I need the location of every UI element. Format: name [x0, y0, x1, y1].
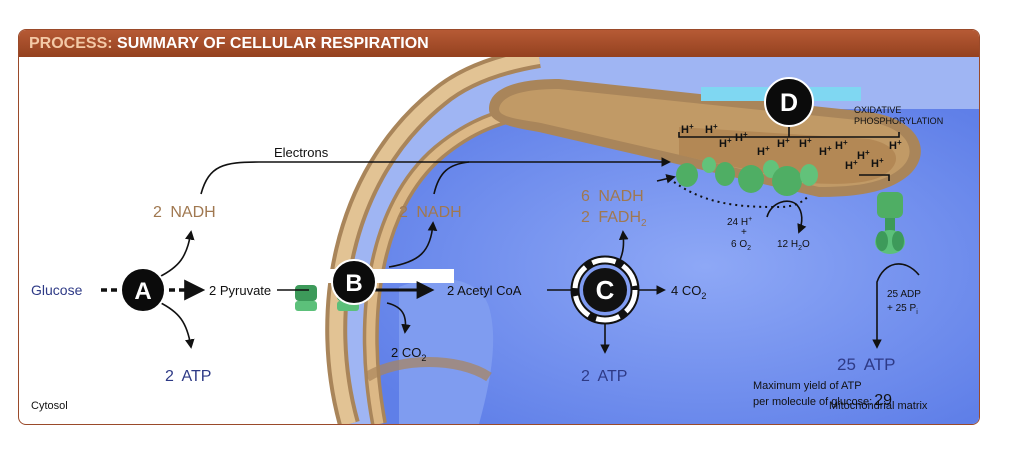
h-ion: H+ [889, 138, 902, 152]
atp-krebs: 2 ATP [581, 368, 627, 385]
diagram-frame: PROCESS: SUMMARY OF CELLULAR RESPIRATION [18, 29, 980, 425]
atp-oxphos: 25 ATP [837, 355, 896, 374]
nadh-glycolysis: 2 NADH [153, 204, 216, 221]
diagram-canvas: A B C D Electrons Glucose 2 Pyruvate 2 N… [31, 57, 979, 424]
h-ion: H+ [681, 122, 694, 136]
h-ion: H+ [705, 122, 718, 136]
h-ion: H+ [871, 156, 884, 170]
pi-label: + 25 Pi [887, 303, 918, 316]
svg-text:D: D [780, 89, 798, 117]
h-ion: H+ [819, 144, 832, 158]
marker-c: C [596, 275, 615, 305]
pyruvate-label: 2 Pyruvate [209, 283, 271, 298]
cytosol-label: Cytosol [31, 400, 68, 412]
yield-line2: per molecule of glucose:29 [753, 392, 892, 409]
h-ion: H+ [835, 138, 848, 152]
adp-label: 25 ADP [887, 289, 921, 300]
h-ion: H+ [757, 144, 770, 158]
blank-strip [304, 269, 454, 283]
atp-glycolysis: 2 ATP [165, 368, 211, 385]
h-ion: H+ [799, 136, 812, 150]
h-ion: H+ [735, 130, 748, 144]
co2-krebs: 4 CO2 [671, 283, 706, 301]
o2-label: 6 O2 [731, 239, 751, 252]
plus-label: + [741, 227, 747, 238]
diagram-title: SUMMARY OF CELLULAR RESPIRATION [117, 35, 429, 52]
svg-text:B: B [345, 270, 362, 297]
h-ion: H+ [777, 136, 790, 150]
co2-pyruvate: 2 CO2 [391, 345, 426, 363]
h24-label: 24 H+ [727, 216, 752, 228]
marker-d: D [764, 77, 814, 127]
electrons-arrow [200, 157, 671, 195]
electrons-branch-arrow [433, 161, 470, 195]
nadh-krebs: 6 NADH [581, 188, 644, 205]
h-ion: H+ [845, 158, 858, 172]
yield-line1: Maximum yield of ATP [753, 380, 862, 392]
title-prefix: PROCESS: [29, 35, 113, 52]
nadh-pyruvate: 2 NADH [399, 204, 462, 221]
electron-transport-chain [673, 157, 818, 209]
oxphos-line2: PHOSPHORYLATION [854, 116, 943, 126]
h2o-label: 12 H2O [777, 239, 810, 252]
h-ion: H+ [719, 136, 732, 150]
title-bar: PROCESS: SUMMARY OF CELLULAR RESPIRATION [19, 30, 979, 57]
svg-text:C: C [596, 275, 615, 305]
arrows [101, 117, 920, 354]
svg-text:A: A [134, 278, 151, 305]
fadh2-krebs: 2 FADH2 [581, 209, 647, 229]
acetyl-coa-label: 2 Acetyl CoA [447, 283, 522, 298]
h-ions: H+H+H+H+H+H+H+H+H+H+H+H+H+ [681, 122, 902, 172]
oxphos-line1: OXIDATIVE [854, 105, 901, 115]
atp-synthase [875, 192, 905, 254]
krebs-cycle [570, 255, 640, 325]
electrons-label: Electrons [274, 145, 329, 160]
h-ion: H+ [857, 148, 870, 162]
marker-a: A [120, 267, 166, 313]
glucose-label: Glucose [31, 282, 83, 298]
marker-b: B [331, 259, 377, 305]
mitochondrion [325, 57, 979, 424]
matrix-label: Mitochondrial matrix [829, 400, 928, 412]
